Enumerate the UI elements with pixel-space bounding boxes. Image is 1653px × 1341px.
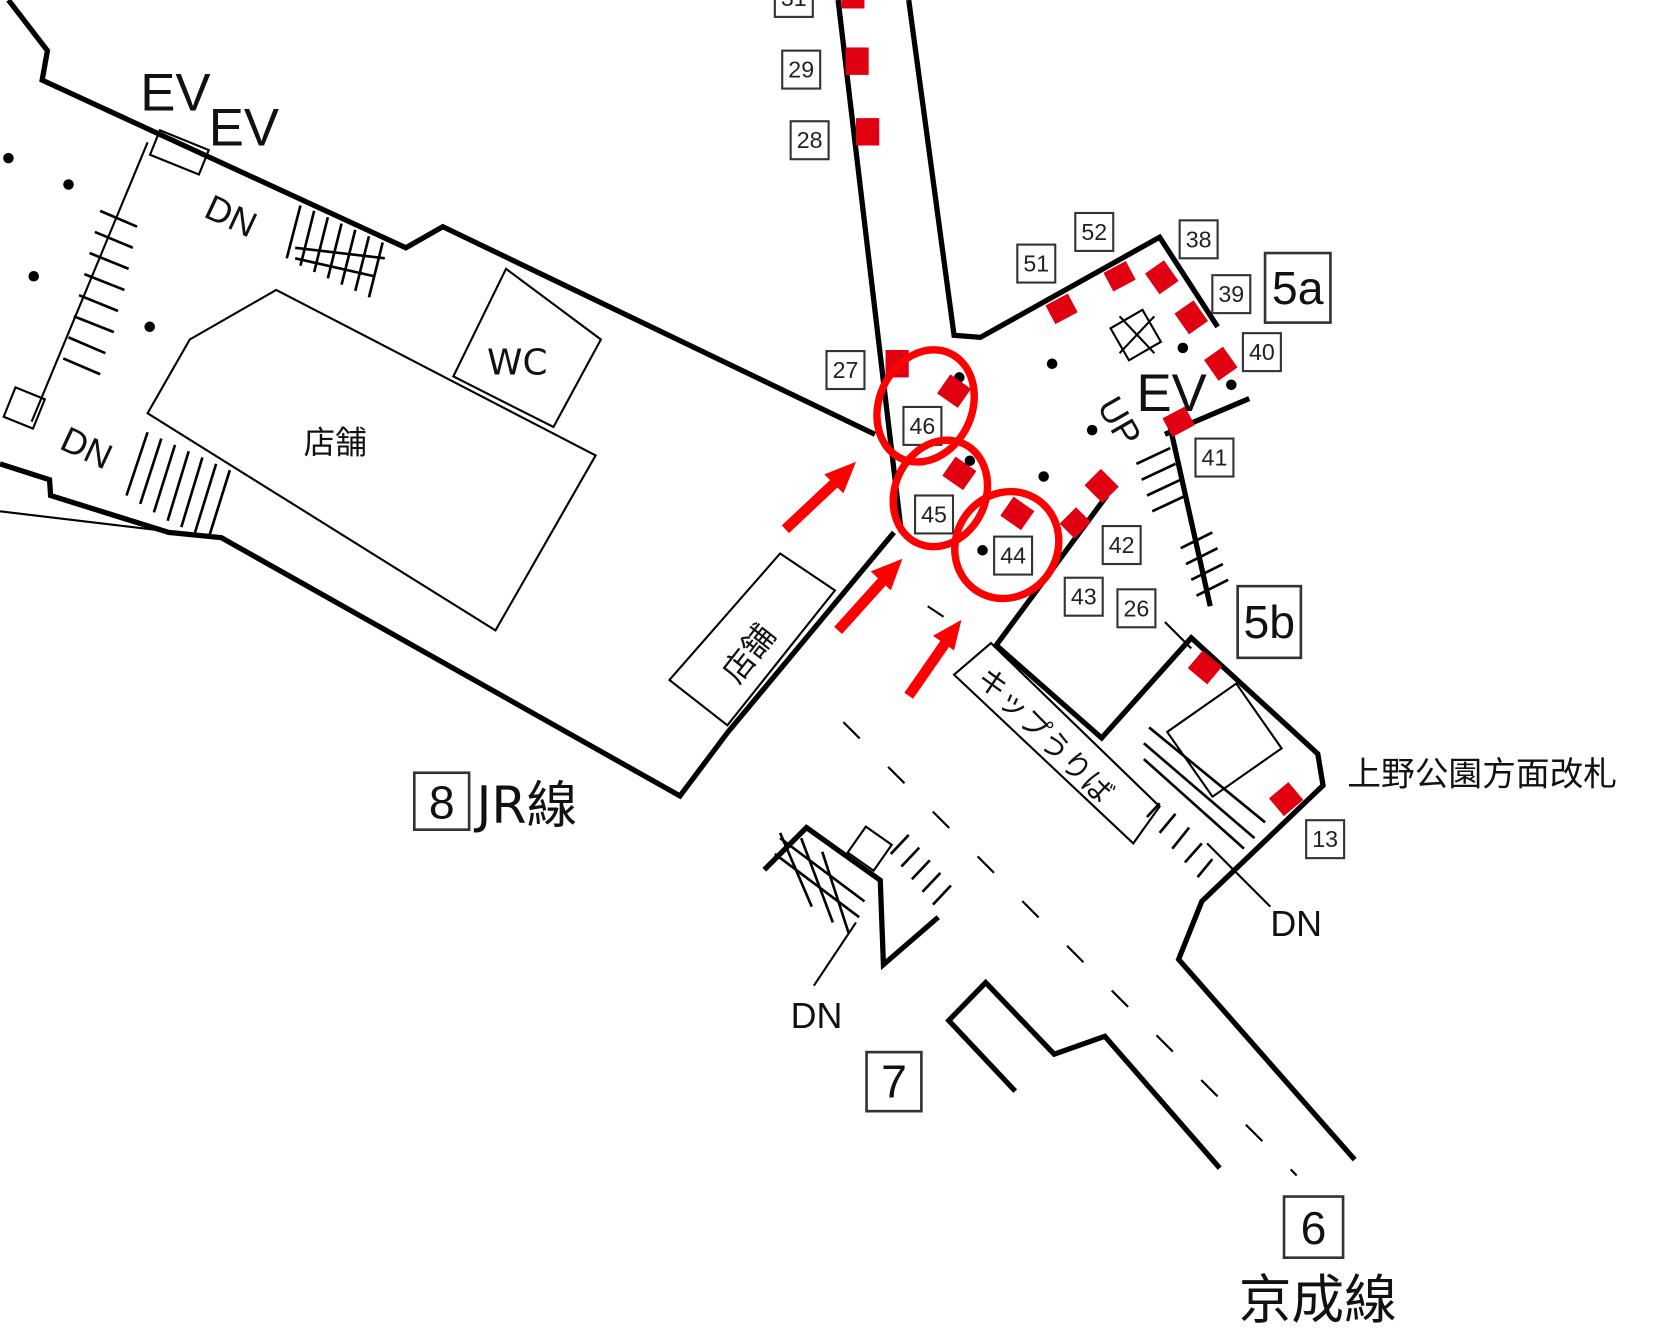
wc-label: WC [487, 342, 547, 383]
exit-7: 7 [865, 1050, 923, 1113]
svg-text:52: 52 [1081, 219, 1107, 245]
svg-text:51: 51 [1023, 251, 1049, 277]
dn-label: DN [55, 419, 119, 477]
gate-52: 52 [1074, 211, 1115, 252]
svg-text:43: 43 [1071, 584, 1097, 610]
svg-text:8: 8 [429, 776, 455, 828]
svg-text:5b: 5b [1243, 596, 1295, 648]
stairs [2, 128, 1298, 1177]
gate-28: 28 [789, 120, 830, 161]
elevator-icons [2, 128, 1163, 430]
gate-38: 38 [1178, 219, 1219, 260]
gate-43: 43 [1063, 576, 1104, 617]
svg-text:42: 42 [1109, 532, 1135, 558]
svg-text:38: 38 [1186, 226, 1212, 252]
svg-text:27: 27 [833, 357, 859, 383]
gate-45: 45 [913, 494, 955, 535]
ev-label: EV [140, 64, 210, 123]
ev-label: EV [1136, 364, 1206, 423]
gate-26: 26 [1116, 588, 1157, 629]
keisei-line-label: 京成線 [1239, 1270, 1397, 1331]
exit-5b: 5b [1236, 584, 1303, 660]
dn-label: DN [1270, 904, 1322, 944]
ueno-park-gate-label: 上野公園方面改札 [1347, 754, 1617, 793]
svg-text:41: 41 [1202, 445, 1228, 471]
labels: JR線 京成線 上野公園方面改札 キップうりば 店舗 店舗 WC EV EV E… [55, 64, 1617, 1331]
gate-31: 31 [773, 0, 814, 18]
arrow-icon [904, 619, 962, 699]
lockers [841, 0, 1304, 817]
dn-label: DN [199, 187, 263, 245]
dn-label: DN [791, 996, 843, 1036]
svg-text:26: 26 [1124, 595, 1150, 621]
svg-text:44: 44 [1000, 543, 1026, 569]
exit-6: 6 [1282, 1195, 1345, 1260]
svg-text:5a: 5a [1272, 262, 1324, 314]
svg-text:7: 7 [881, 1056, 907, 1108]
gate-42: 42 [1101, 525, 1142, 566]
svg-text:45: 45 [921, 501, 947, 527]
svg-text:13: 13 [1312, 826, 1338, 852]
rooms [146, 267, 1284, 873]
highlights [781, 346, 1063, 699]
shop-label: 店舗 [304, 425, 367, 461]
svg-text:29: 29 [788, 57, 814, 83]
gate-44: 44 [993, 535, 1034, 576]
arrow-icon [834, 558, 903, 634]
exit-8: 8 [412, 771, 471, 832]
gate-40: 40 [1241, 332, 1282, 373]
gate-numbers: 31 29 28 27 46 45 44 43 42 41 40 39 38 5… [773, 0, 1346, 987]
gate-29: 29 [781, 49, 822, 90]
arrow-icon [781, 461, 857, 534]
gate-27: 27 [825, 350, 866, 391]
gate-41: 41 [1194, 437, 1235, 478]
gate-51: 51 [1016, 243, 1057, 284]
svg-text:31: 31 [781, 0, 807, 11]
jr-line-label: JR線 [474, 775, 578, 834]
svg-text:6: 6 [1301, 1202, 1327, 1254]
ev-label: EV [209, 99, 279, 158]
svg-text:40: 40 [1249, 339, 1275, 365]
exit-5a: 5a [1263, 251, 1332, 324]
gate-39: 39 [1211, 274, 1252, 315]
svg-text:28: 28 [797, 127, 823, 153]
exits: 5a 5b 6 7 8 [412, 251, 1345, 1260]
walls [0, 0, 1357, 1170]
svg-text:46: 46 [910, 413, 936, 439]
gate-13: 13 [1305, 819, 1346, 860]
svg-text:39: 39 [1218, 281, 1244, 307]
